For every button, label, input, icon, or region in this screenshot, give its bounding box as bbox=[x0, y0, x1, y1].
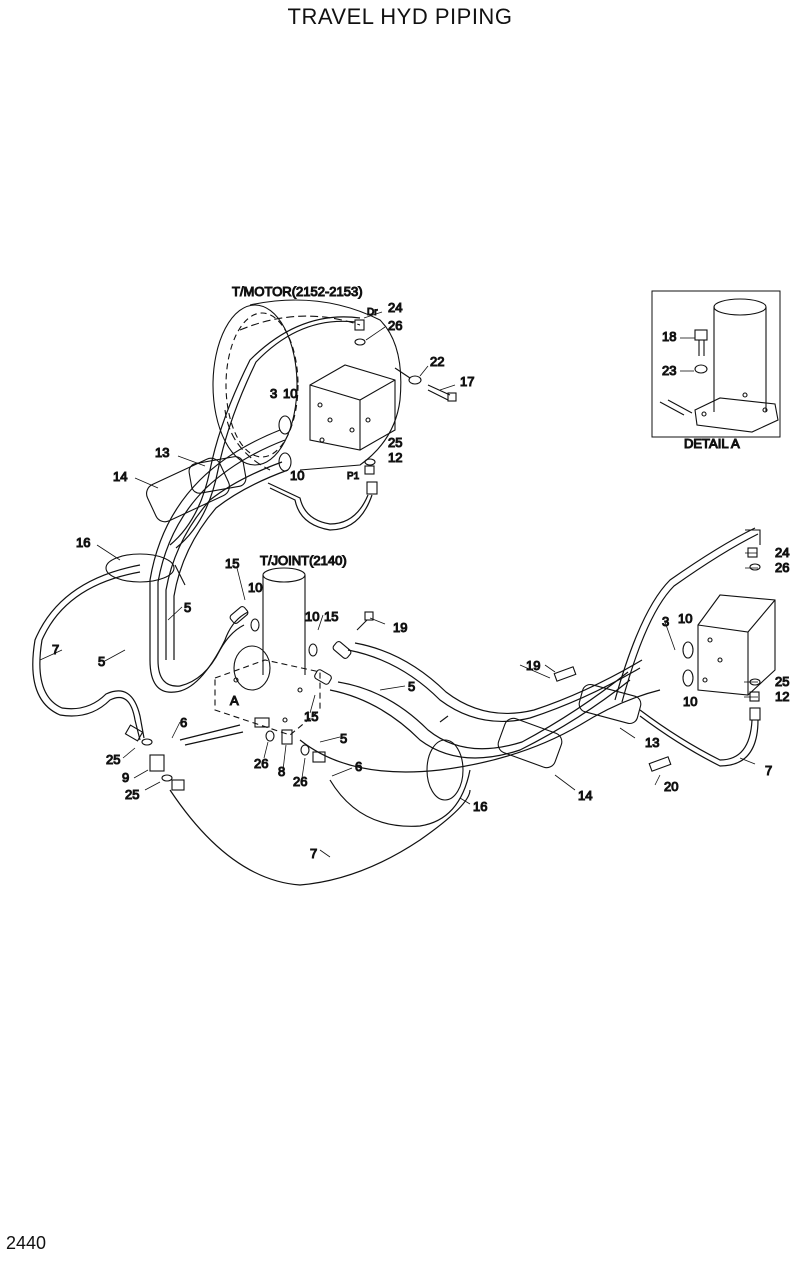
callout-10: 10 bbox=[248, 580, 262, 595]
callout-19: 19 bbox=[393, 620, 407, 635]
view-a-label: A bbox=[230, 693, 239, 708]
callout-25: 25 bbox=[775, 674, 789, 689]
callout-5: 5 bbox=[184, 600, 191, 615]
callout-23: 23 bbox=[662, 363, 676, 378]
callout-15: 15 bbox=[324, 609, 338, 624]
callout-8: 8 bbox=[278, 764, 285, 779]
callout-13: 13 bbox=[645, 735, 659, 750]
motor-label: T/MOTOR(2152-2153) bbox=[232, 284, 363, 299]
callout-10: 10 bbox=[283, 386, 297, 401]
page-title: TRAVEL HYD PIPING bbox=[287, 4, 513, 29]
callout-14: 14 bbox=[113, 469, 127, 484]
hose-clamps bbox=[105, 456, 642, 801]
callout-10: 10 bbox=[305, 609, 319, 624]
travel-motor-right-block bbox=[682, 594, 776, 696]
callout-10: 10 bbox=[683, 694, 697, 709]
callout-5: 5 bbox=[408, 679, 415, 694]
callout-18: 18 bbox=[662, 329, 676, 344]
detail-a-panel bbox=[651, 290, 781, 438]
leader-lines bbox=[39, 311, 758, 858]
joint-label: T/JOINT(2140) bbox=[260, 553, 347, 568]
callout-16: 16 bbox=[473, 799, 487, 814]
callout-16: 16 bbox=[76, 535, 90, 550]
callout-25: 25 bbox=[388, 435, 402, 450]
callout-10: 10 bbox=[678, 611, 692, 626]
callout-15: 15 bbox=[225, 556, 239, 571]
port-dr-label: Dr bbox=[367, 307, 378, 318]
callout-26: 26 bbox=[388, 318, 402, 333]
callout-9: 9 bbox=[122, 770, 129, 785]
callout-24: 24 bbox=[775, 545, 789, 560]
callout-7: 7 bbox=[310, 846, 317, 861]
callout-numbers: 24 26 22 17 3 10 25 12 10 13 14 16 15 10… bbox=[51, 299, 790, 861]
callout-17: 17 bbox=[460, 374, 474, 389]
callout-26: 26 bbox=[254, 756, 268, 771]
detail-a-label: DETAIL A bbox=[684, 436, 740, 451]
callout-5: 5 bbox=[340, 731, 347, 746]
callout-25: 25 bbox=[106, 752, 120, 767]
joint-fittings bbox=[124, 529, 761, 791]
callout-7: 7 bbox=[52, 642, 59, 657]
callout-3: 3 bbox=[662, 614, 669, 629]
callout-13: 13 bbox=[155, 445, 169, 460]
callout-6: 6 bbox=[355, 759, 362, 774]
callout-12: 12 bbox=[775, 689, 789, 704]
callout-22: 22 bbox=[430, 354, 444, 369]
callout-5: 5 bbox=[98, 654, 105, 669]
callout-24: 24 bbox=[388, 300, 402, 315]
callout-7: 7 bbox=[765, 763, 772, 778]
callout-3: 3 bbox=[270, 386, 277, 401]
callout-10: 10 bbox=[290, 468, 304, 483]
callout-25: 25 bbox=[125, 787, 139, 802]
callout-12: 12 bbox=[388, 450, 402, 465]
turning-joint bbox=[214, 567, 321, 736]
callout-6: 6 bbox=[180, 715, 187, 730]
callout-14: 14 bbox=[578, 788, 592, 803]
motor-fittings bbox=[278, 319, 457, 495]
callout-20: 20 bbox=[664, 779, 678, 794]
travel-motor-left bbox=[212, 299, 402, 471]
callout-26: 26 bbox=[293, 774, 307, 789]
callout-15: 15 bbox=[304, 709, 318, 724]
callout-19: 19 bbox=[526, 658, 540, 673]
port-p1-label: P1 bbox=[347, 471, 360, 482]
callout-26: 26 bbox=[775, 560, 789, 575]
page-number: 2440 bbox=[6, 1233, 47, 1253]
